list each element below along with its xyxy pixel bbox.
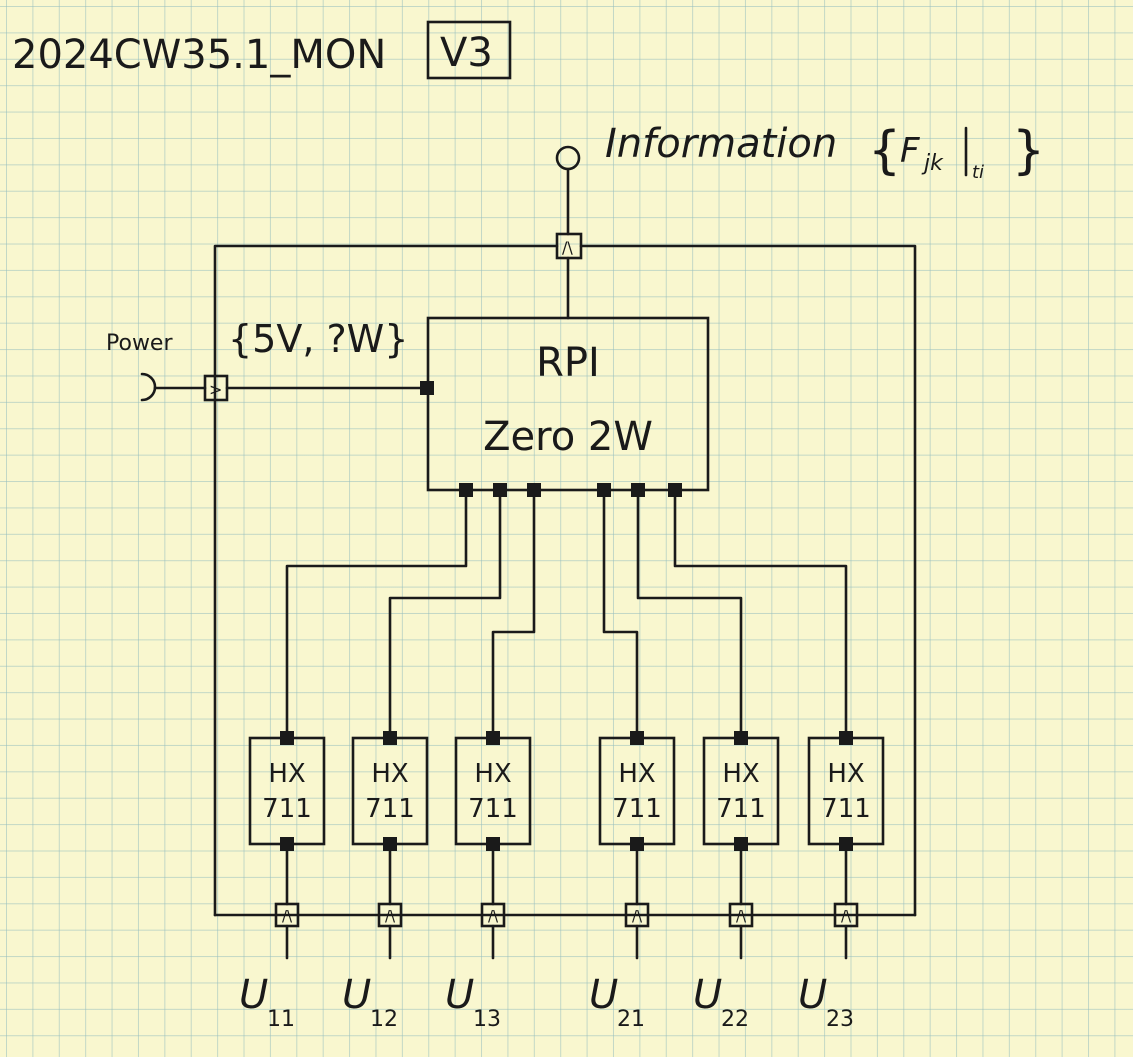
output-label-21: U <box>589 972 618 1018</box>
rpi-gpio-pin-4 <box>597 483 611 497</box>
hx711-module-box-23 <box>807 736 885 846</box>
hx711-top-pin-22 <box>734 731 748 745</box>
output-label-13: U <box>445 972 474 1018</box>
hx711-label-top-11: HX <box>268 759 305 789</box>
gpio-route-wire-4 <box>602 495 639 735</box>
gpio-route-wire-3 <box>491 495 536 735</box>
hx711-label-top-23: HX <box>827 759 864 789</box>
output-index-13: 13 <box>473 1007 501 1032</box>
output-index-22: 22 <box>721 1007 749 1032</box>
hx711-bottom-pin-23 <box>839 837 853 851</box>
hx711-bottom-pin-12 <box>383 837 397 851</box>
hx711-bottom-pin-21 <box>630 837 644 851</box>
hx711-label-top-12: HX <box>371 759 408 789</box>
hx711-top-pin-13 <box>486 731 500 745</box>
gpio-route-wire-6 <box>673 495 848 735</box>
output-index-23: 23 <box>826 1007 854 1032</box>
gpio-route-wire-5 <box>636 495 743 735</box>
version-label: V3 <box>440 30 493 76</box>
hx711-top-pin-23 <box>839 731 853 745</box>
rpi-power-pin <box>420 381 434 395</box>
bus-junction-symbol-22: /\ <box>736 907 747 925</box>
hx711-modules-group: HX711/\U11HX711/\U12HX711/\U13HX711/\U21… <box>239 483 885 1032</box>
information-brace-close: } <box>1012 121 1045 181</box>
power-label: Power <box>106 331 173 356</box>
hx711-label-bottom-12: 711 <box>365 794 415 824</box>
rpi-gpio-pin-3 <box>527 483 541 497</box>
power-input-terminal <box>140 372 157 402</box>
hx711-label-top-21: HX <box>618 759 655 789</box>
rpi-model-label: Zero 2W <box>483 414 653 460</box>
rpi-gpio-pin-5 <box>631 483 645 497</box>
bus-junction-symbol-23: /\ <box>841 907 852 925</box>
rpi-controller-box <box>426 316 710 492</box>
hx711-module-box-12 <box>351 736 429 846</box>
bus-junction-symbol-13: /\ <box>488 907 499 925</box>
hx711-module-box-21 <box>598 736 676 846</box>
hx711-top-pin-12 <box>383 731 397 745</box>
information-formula-sub: jk <box>921 151 944 176</box>
hx711-label-top-13: HX <box>474 759 511 789</box>
hx711-bottom-pin-11 <box>280 837 294 851</box>
hx711-label-top-22: HX <box>722 759 759 789</box>
bus-junction-symbol-11: /\ <box>282 907 293 925</box>
rpi-label: RPI <box>536 340 600 386</box>
hx711-label-bottom-23: 711 <box>821 794 871 824</box>
diagram-title: 2024CW35.1_MON <box>12 32 386 78</box>
hx711-module-box-13 <box>454 736 532 846</box>
information-output-terminal <box>555 145 581 171</box>
bus-junction-symbol-21: /\ <box>632 907 643 925</box>
output-index-11: 11 <box>267 1007 295 1032</box>
version-box <box>426 20 512 80</box>
top-junction-symbol: /\ <box>562 238 573 257</box>
hx711-label-bottom-11: 711 <box>262 794 312 824</box>
hx711-bottom-pin-13 <box>486 837 500 851</box>
output-label-23: U <box>798 972 827 1018</box>
output-index-21: 21 <box>617 1007 645 1032</box>
bus-junction-symbol-12: /\ <box>385 907 396 925</box>
information-formula-main: F <box>900 131 920 171</box>
rpi-gpio-pin-6 <box>668 483 682 497</box>
hx711-top-pin-21 <box>630 731 644 745</box>
information-brace-open: { <box>868 121 901 181</box>
output-index-12: 12 <box>370 1007 398 1032</box>
power-junction-symbol: > <box>209 380 222 399</box>
hx711-label-bottom-21: 711 <box>612 794 662 824</box>
information-label: Information <box>605 121 837 167</box>
rpi-gpio-pin-1 <box>459 483 473 497</box>
hx711-top-pin-11 <box>280 731 294 745</box>
output-label-22: U <box>693 972 722 1018</box>
hx711-bottom-pin-22 <box>734 837 748 851</box>
gpio-route-wire-2 <box>388 495 502 735</box>
output-label-12: U <box>342 972 371 1018</box>
information-formula-bar-sub: ti <box>972 162 984 183</box>
hx711-module-box-11 <box>248 736 326 846</box>
output-label-11: U <box>239 972 268 1018</box>
gpio-route-wire-1 <box>285 495 468 735</box>
power-spec: {5V, ?W} <box>228 317 408 361</box>
hx711-module-box-22 <box>702 736 780 846</box>
rpi-gpio-pin-2 <box>493 483 507 497</box>
left-bus-wire <box>213 244 559 917</box>
right-bus-wire <box>579 244 917 917</box>
hx711-label-bottom-13: 711 <box>468 794 518 824</box>
hx711-label-bottom-22: 711 <box>716 794 766 824</box>
